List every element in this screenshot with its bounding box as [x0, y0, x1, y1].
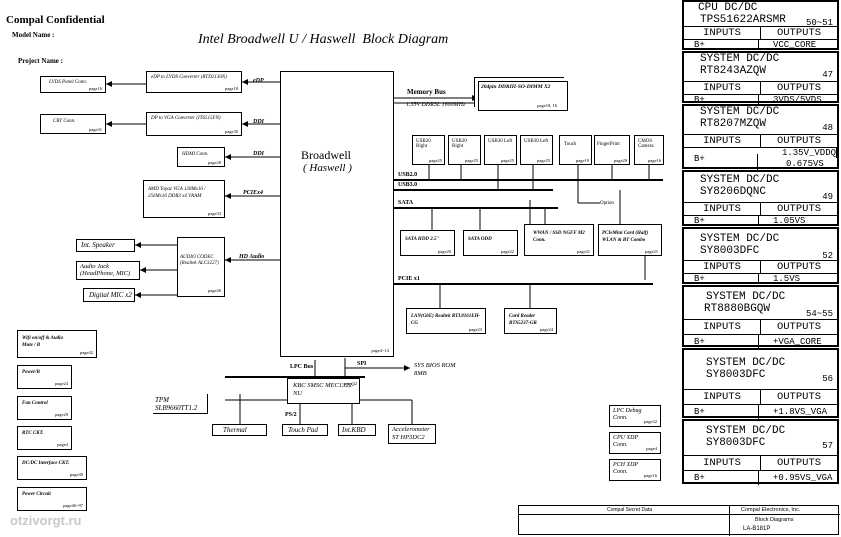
doc-title: Block Diagrams — [755, 517, 794, 523]
tpm-box — [153, 394, 208, 414]
cpu-name: Broadwell — [301, 148, 351, 162]
sata-bus-line — [393, 207, 558, 209]
amd-topaz-vga: AMD Topaz VGA 128Mx16 / 256Mx16 DDR3 x4 … — [143, 180, 225, 218]
company-confidential: Compal Confidential — [6, 14, 105, 26]
lvds-panel-conn: LVDS Panel Conn. page16 — [40, 76, 106, 93]
diagram-title: Intel Broadwell U / Haswell Block Diagra… — [198, 32, 449, 47]
usb20-label: USB2.0 — [398, 172, 418, 178]
usb20-bus-line — [393, 179, 663, 181]
spi-label: SPI — [357, 361, 367, 367]
pcie4-label: PCIEx4 — [243, 190, 264, 196]
cpu-block: Broadwell ( Haswell ) page4~14 — [280, 71, 394, 357]
watermark: otzivorgt.ru — [10, 513, 82, 528]
memory-spec-label: 1.35V DDR3L 1600MHz — [406, 102, 466, 108]
cpu-name-sub: ( Haswell ) — [303, 162, 352, 174]
accelerometer: Accelerometer ST HP3DC2 — [388, 424, 436, 444]
cpu-xdp-conn: CPU XDP Conn.page4 — [609, 432, 661, 454]
audio-jack: Audio Jack (HeadPhone, MIC) — [76, 261, 140, 280]
crt-conn: CRT Conn. page31 — [40, 114, 106, 134]
tpm-chip: TPM SLB9660TT1.2 — [155, 396, 198, 412]
pcie1-bus-line — [393, 283, 653, 285]
hd-audio-label: HD Audio — [239, 254, 265, 260]
sys-bios-rom: SYS BIOS ROM 8MB — [414, 362, 456, 377]
usb30-bus-line — [393, 189, 553, 191]
title-block: Compal Secret Data Compal Electronics, I… — [518, 505, 840, 536]
dp-vga-converter: DP to VGA Converter (IT6515FN) page30 — [146, 112, 242, 136]
touch-pad: Touch Pad — [282, 424, 328, 436]
ps2-label: PS/2 — [285, 412, 297, 418]
memory-bus-label: Memory Bus — [407, 88, 446, 96]
edp-lvds-converter: eDP to LVDS Converter (RTD2136N) page18 — [146, 71, 242, 93]
project-name-label: Project Name : — [18, 57, 63, 65]
option-label: Option — [600, 201, 614, 206]
ddi-label-1: DDI — [253, 119, 265, 125]
company-name: Compal Electronics, Inc. — [741, 507, 801, 513]
security-label: Compal Secret Data — [607, 507, 653, 513]
thermal: Thermal — [212, 424, 267, 436]
dcdc-interface-ckt: DC/DC Interface CKT.page40 — [17, 456, 87, 480]
sata-hdd: SATA HDD 2.5"page20 — [400, 230, 455, 256]
int-speaker: Int. Speaker — [76, 239, 135, 252]
lpc-bus-label: LPC Bus — [290, 364, 314, 370]
pcie1-label: PCIE x1 — [398, 276, 420, 282]
usb30-label: USB3.0 — [398, 182, 418, 188]
int-kbd: Int.KBD — [338, 424, 376, 436]
pch-xdp-conn: PCH XDP Conn.page16 — [609, 459, 661, 481]
rtc-ckt: RTC CKT.page4 — [17, 426, 72, 450]
lpc-bus-line — [225, 376, 365, 378]
kbc-chip: KBC SMSC MEC1322-NU page32 — [287, 378, 360, 404]
cpu-page: page4~14 — [371, 348, 389, 353]
model-number: LA-B181P — [743, 526, 771, 532]
ddi-label-2: DDI — [253, 151, 265, 157]
hdmi-conn: HDMI Conn. page28 — [177, 147, 225, 167]
edp-label: eDP — [253, 78, 264, 84]
wwan-ssd-ngff: WWAN / SSD NGFF M2 Conn.page21 — [524, 224, 594, 256]
so-dimm: 204pin DDRIII-SO-DIMM X2 page18, 16 — [478, 81, 568, 111]
sata-label: SATA — [398, 200, 414, 206]
digital-mic: Digital MIC x2 — [83, 288, 135, 302]
lpc-debug-conn: LPC Debug Conn.page32 — [609, 405, 661, 427]
model-name-label: Model Name : — [12, 31, 55, 39]
audio-codec: AUDIO CODEC (Realtek ALC3227) page26 — [177, 237, 225, 297]
